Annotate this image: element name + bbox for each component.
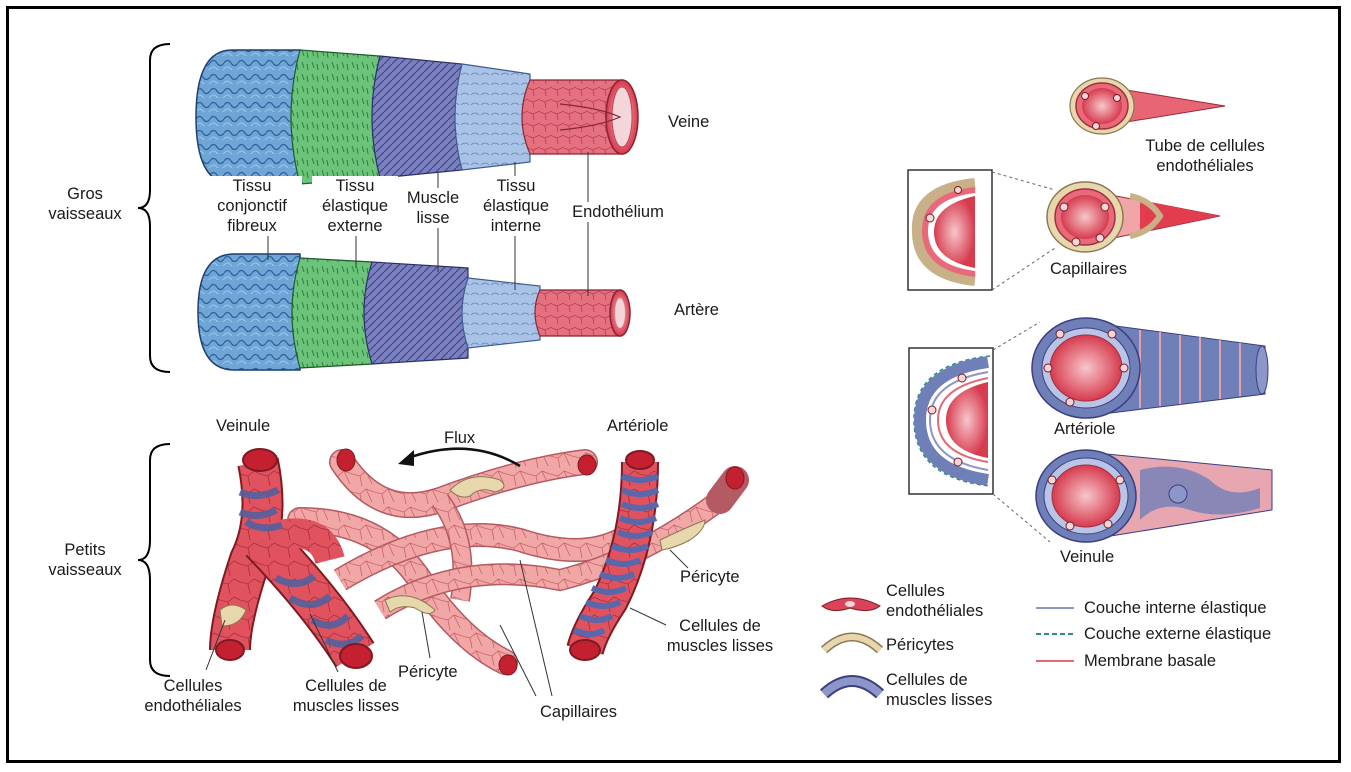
label-tissu-elastique-externe: Tissu élastique externe: [312, 176, 398, 236]
legend-basal-membrane-label: Membrane basale: [1084, 651, 1216, 671]
label-endothelium: Endothélium: [566, 202, 670, 222]
bracket-large: [138, 44, 170, 372]
label-veinule-small: Veinule: [216, 416, 270, 436]
label-pericyte-bottom: Péricyte: [398, 662, 458, 682]
label-pericyte-right: Péricyte: [680, 567, 740, 587]
label-flux: Flux: [444, 428, 475, 448]
legend-outer-elastic-label: Couche externe élastique: [1084, 624, 1271, 644]
label-tube-endothelial: Tube de cellules endothéliales: [1130, 136, 1280, 176]
label-arteriole-small: Artériole: [607, 416, 668, 436]
label-tissu-elastique-interne: Tissu élastique interne: [474, 176, 558, 236]
label-capillaires-small: Capillaires: [540, 702, 617, 722]
arteriole-venule-inset: [909, 322, 1050, 542]
label-artere: Artère: [674, 300, 719, 320]
capillary-inset: [908, 170, 1055, 290]
artery-illustration: [198, 254, 630, 370]
label-veinule-right: Veinule: [1060, 547, 1114, 567]
label-smooth-muscle-right: Cellules de muscles lisses: [652, 616, 788, 656]
label-smooth-muscle-bottom: Cellules de muscles lisses: [276, 676, 416, 716]
legend-pericyte-swatch: [824, 637, 880, 650]
label-veine: Veine: [668, 112, 709, 132]
arteriole-illustration: [1032, 318, 1268, 418]
label-arteriole-right: Artériole: [1054, 419, 1115, 439]
vein-illustration: [196, 50, 638, 184]
legend-smooth-muscle-label: Cellules de muscles lisses: [886, 670, 992, 710]
label-muscle-lisse: Muscle lisse: [398, 188, 468, 228]
label-capillaires-right: Capillaires: [1050, 259, 1127, 279]
legend-smooth-muscle-swatch: [824, 681, 880, 694]
flux-arrow: [408, 449, 520, 466]
legend-pericyte-label: Péricytes: [886, 635, 954, 655]
flux-arrowhead: [398, 450, 414, 466]
legend-inner-elastic-label: Couche interne élastique: [1084, 598, 1267, 618]
label-gros-vaisseaux: Gros vaisseaux: [40, 184, 130, 224]
tube-endothelial-illustration: [1070, 78, 1225, 134]
label-tissu-conjonctif: Tissu conjonctif fibreux: [202, 176, 302, 236]
bracket-small: [138, 444, 170, 676]
label-petits-vaisseaux: Petits vaisseaux: [40, 540, 130, 580]
venule-illustration: [1036, 450, 1272, 542]
label-endothelial-cells: Cellules endothéliales: [134, 676, 252, 716]
legend-endothelial-label: Cellules endothéliales: [886, 581, 983, 621]
legend-endothelial-swatch: [822, 598, 880, 611]
capillary-illustration: [1047, 182, 1220, 252]
